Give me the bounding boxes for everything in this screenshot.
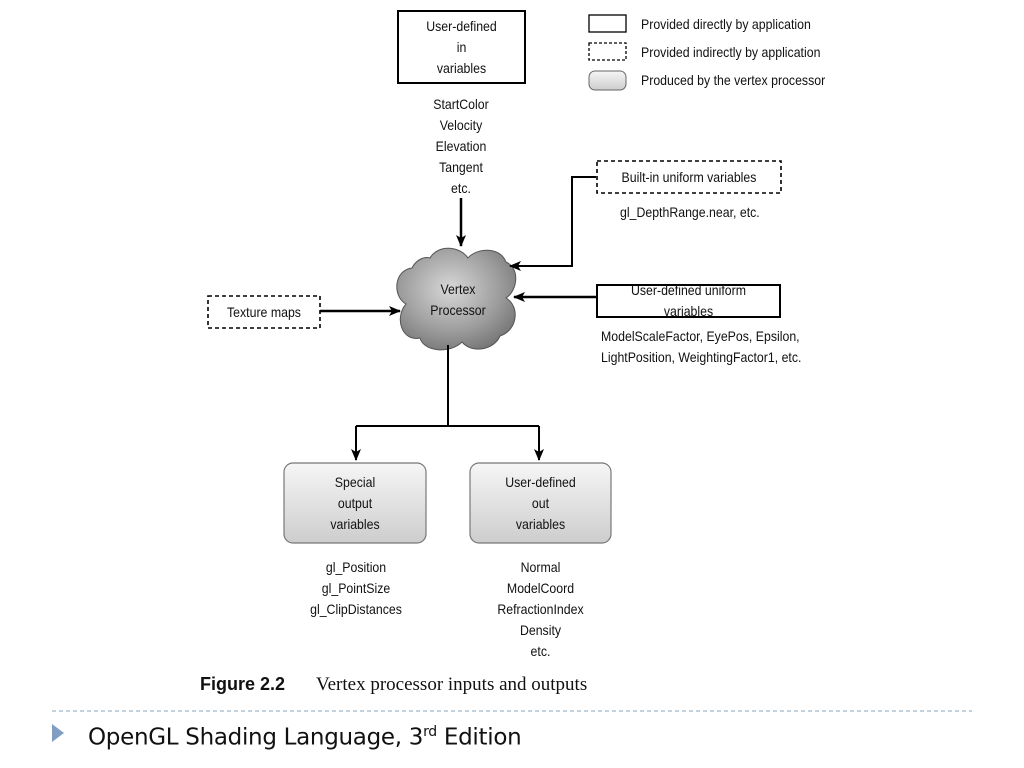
user-uniform-label: User-defined uniform variables (630, 282, 747, 319)
list-item: StartColor (433, 96, 489, 112)
list-item: ModelCoord (506, 580, 575, 596)
user-uniform-box (596, 284, 781, 318)
list-item: etc. (530, 643, 551, 659)
list-item: Velocity (439, 117, 483, 133)
footer-bullet-icon (52, 724, 64, 742)
footer-title: OpenGL Shading Language, 3rd Edition (88, 724, 522, 751)
list-item: Normal (520, 559, 561, 575)
builtin-uniform-label: Built-in uniform variables (621, 168, 757, 185)
vertex-processor-label: Vertex Processor (430, 281, 486, 318)
legend-produced-label: Produced by the vertex processor (641, 72, 826, 88)
footer-title-prefix: OpenGL Shading Language, 3 (88, 724, 424, 751)
legend-dashed-swatch (588, 42, 627, 61)
legend-produced-swatch (588, 70, 627, 91)
special-output-box (283, 462, 427, 544)
legend-solid-label: Provided directly by application (641, 16, 811, 32)
user-uniform-example-line-1: ModelScaleFactor, EyePos, Epsilon, (601, 328, 800, 344)
builtin-uniform-box (596, 160, 782, 194)
arrow-builtin-to-processor (509, 176, 596, 271)
list-item: RefractionIndex (497, 601, 584, 617)
builtin-uniform-example: gl_DepthRange.near, etc. (620, 204, 760, 220)
list-item: Density (519, 622, 562, 638)
list-item: etc. (451, 180, 471, 196)
special-output-label: Special output variables (330, 473, 380, 532)
list-item: Tangent (439, 159, 483, 175)
figure-caption: Vertex processor inputs and outputs (316, 674, 588, 695)
user-output-list: Normal ModelCoord RefractionIndex Densit… (478, 557, 602, 662)
special-output-list: gl_Position gl_PointSize gl_ClipDistance… (294, 557, 417, 620)
list-item: Elevation (435, 138, 487, 154)
user-in-variable-list: StartColor Velocity Elevation Tangent et… (408, 94, 514, 199)
legend-dashed-label: Provided indirectly by application (641, 44, 821, 60)
footer-title-superscript: rd (423, 724, 437, 740)
legend-solid-swatch (588, 14, 627, 33)
user-uniform-example-line-2: LightPosition, WeightingFactor1, etc. (601, 349, 802, 365)
vertex-processor-shape (396, 247, 517, 351)
user-in-label: User-defined in variables (426, 17, 497, 76)
figure-number: Figure 2.2 (200, 674, 286, 694)
list-item: gl_PointSize (321, 580, 391, 596)
texture-maps-label: Texture maps (227, 303, 301, 320)
user-output-box (469, 462, 612, 544)
user-output-label: User-defined out variables (505, 473, 576, 532)
footer-title-suffix: Edition (436, 724, 522, 751)
user-in-box (397, 10, 526, 84)
list-item: gl_Position (325, 559, 387, 575)
list-item: gl_ClipDistances (310, 601, 402, 617)
